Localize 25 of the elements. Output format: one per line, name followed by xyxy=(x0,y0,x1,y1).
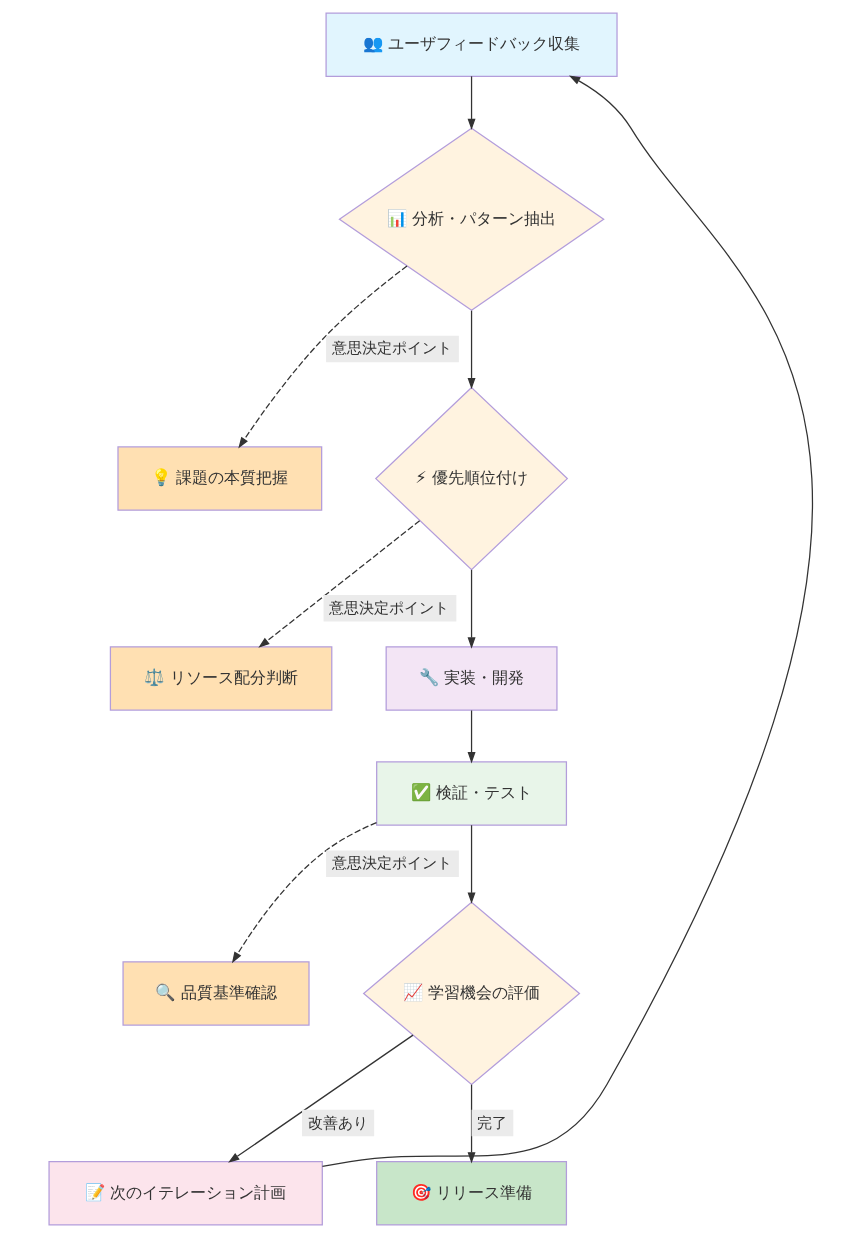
arrow xyxy=(257,520,420,648)
node-box: 🔧 実装・開発 xyxy=(385,646,558,711)
node-box: ✅ 検証・テスト xyxy=(375,761,567,826)
arrow xyxy=(467,824,476,904)
arrow xyxy=(231,821,377,964)
node-diamond: ⚡ 優先順位付け xyxy=(374,386,568,571)
node-diamond: 📈 学習機会の評価 xyxy=(362,901,580,1086)
node-box: 👥 ユーザフィードバック収集 xyxy=(324,12,618,77)
arrow xyxy=(467,569,476,649)
edge-label: 完了 xyxy=(476,1113,507,1132)
node-box: 🔍 品質基準確認 xyxy=(121,961,310,1026)
arrow xyxy=(237,265,408,449)
arrow xyxy=(467,709,476,764)
edge-label: 意思決定ポイント xyxy=(331,339,452,358)
arrow xyxy=(467,75,476,131)
node-diamond: 📊 分析・パターン抽出 xyxy=(337,127,605,312)
edge-label: 改善あり xyxy=(307,1113,368,1132)
edge-label: 意思決定ポイント xyxy=(328,598,449,617)
node-box: 📝 次のイテレーション計画 xyxy=(47,1161,323,1226)
node-box: 💡 課題の本質把握 xyxy=(116,446,322,511)
node-box: ⚖ リソース配分判断 xyxy=(109,646,332,711)
node-box: 🎯 リリース準備 xyxy=(375,1161,567,1226)
edge-label: 意思決定ポイント xyxy=(331,854,452,873)
arrow xyxy=(467,310,476,390)
arrow xyxy=(227,1034,414,1163)
